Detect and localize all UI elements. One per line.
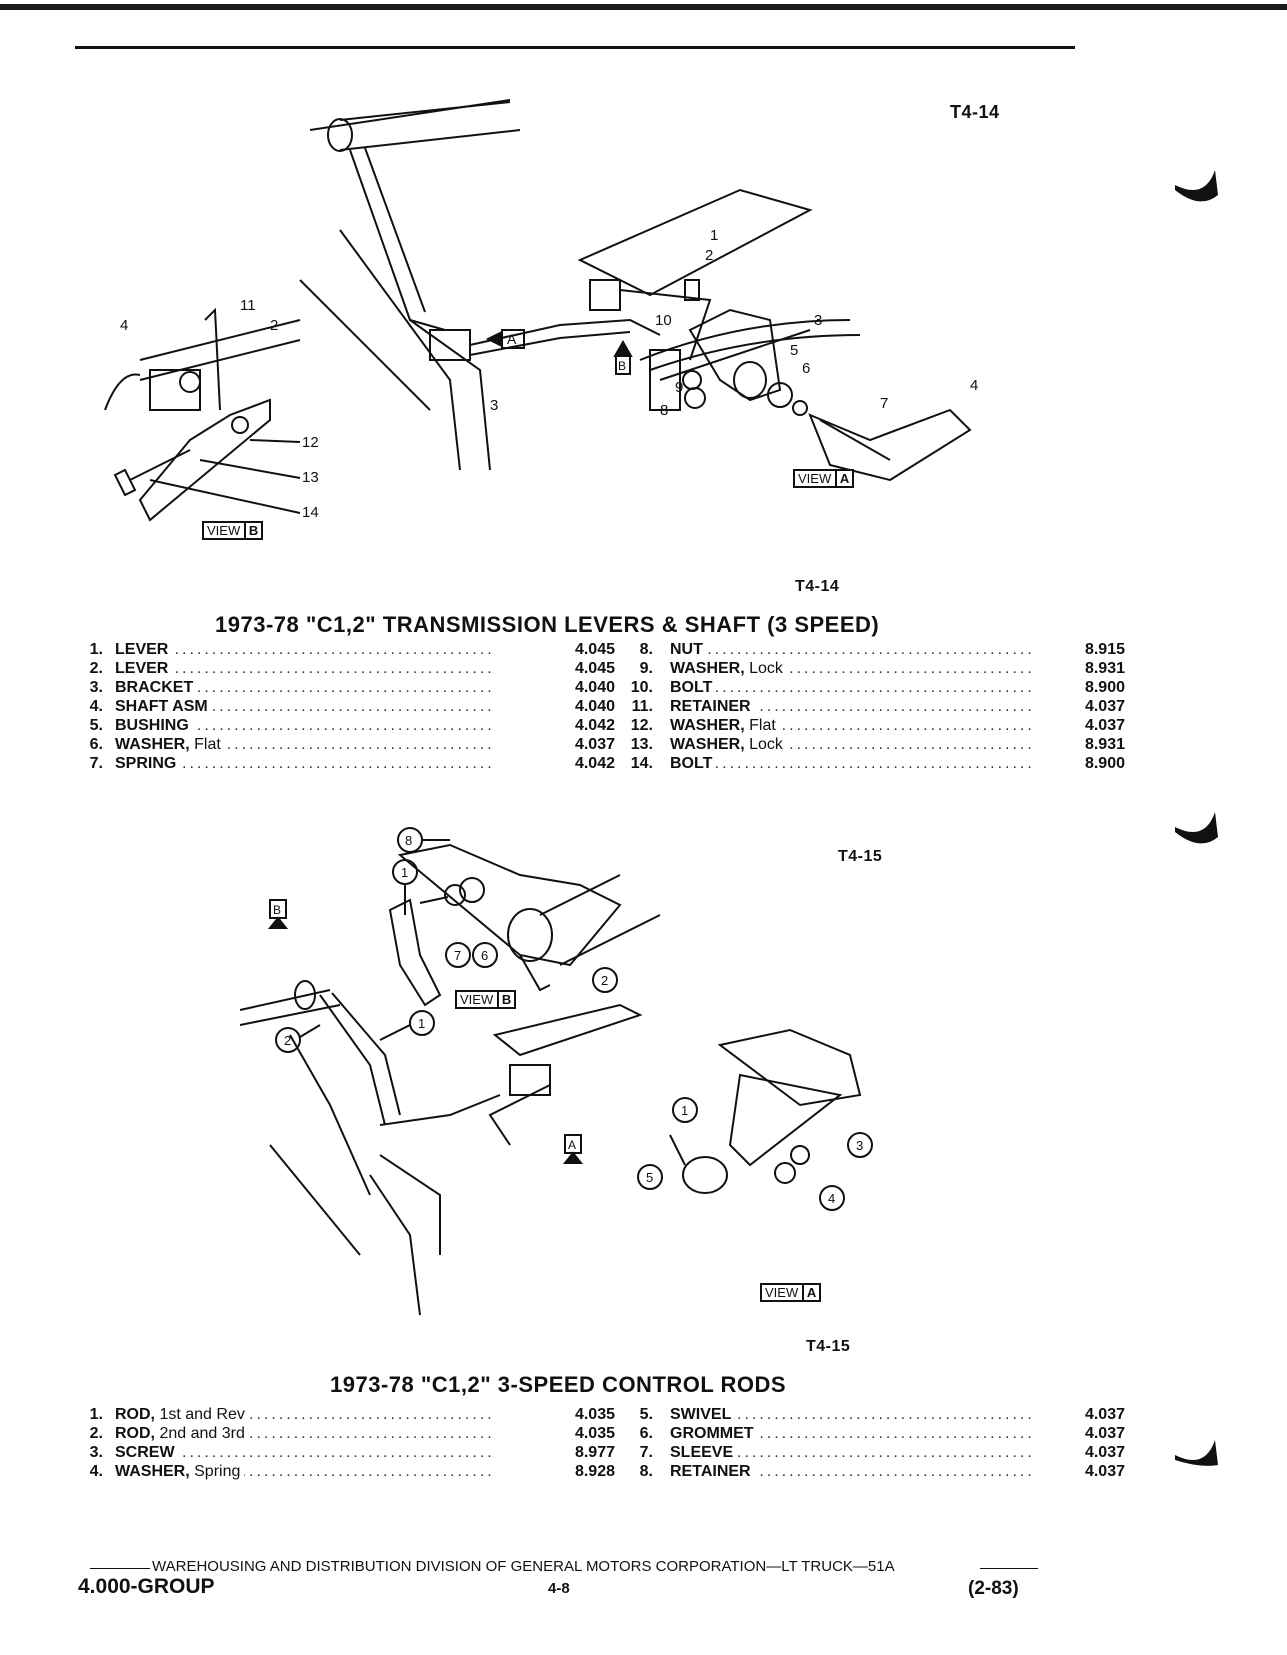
footer-division: WAREHOUSING AND DISTRIBUTION DIVISION OF…: [152, 1558, 895, 1575]
section-1-title: 1973-78 "C1,2" TRANSMISSION LEVERS & SHA…: [215, 612, 880, 637]
binder-marks: [1175, 170, 1218, 1466]
view-b-tag-2: VIEW B: [455, 990, 517, 1009]
figure-1-illustration: 1 2 3 A B 3 5 6 7 4 8 9 10 11 4 2 12 13 …: [104, 99, 978, 522]
footer-date: (2-83): [968, 1578, 1019, 1599]
svg-text:7: 7: [880, 395, 888, 412]
view-a-tag-1: VIEW A: [793, 469, 855, 488]
svg-text:14: 14: [302, 504, 319, 521]
parts-row: 4. .....................................…: [89, 698, 1125, 715]
figure-2-illustration: 8 1 7 6 2 2 1 B A 1 5 3 4: [240, 827, 873, 1316]
svg-text:3: 3: [490, 397, 498, 414]
footer-page-number: 4-8: [548, 1580, 570, 1597]
scan-edge-bar: [0, 4, 1287, 10]
section-2-title: 1973-78 "C1,2" 3-SPEED CONTROL RODS: [330, 1372, 787, 1397]
svg-text:5: 5: [790, 342, 798, 359]
svg-text:2: 2: [284, 1033, 291, 1048]
svg-text:4: 4: [828, 1191, 835, 1206]
header-rule: [75, 46, 1075, 49]
parts-row: 7. .....................................…: [89, 755, 1125, 772]
footer-group: 4.000-GROUP: [78, 1575, 215, 1598]
svg-text:9: 9: [675, 379, 683, 396]
svg-text:2: 2: [601, 973, 608, 988]
svg-text:4: 4: [120, 317, 128, 334]
svg-text:4: 4: [970, 377, 978, 394]
view-a-tag-2: VIEW A: [760, 1283, 822, 1302]
parts-row: 1. .....................................…: [89, 1406, 1125, 1423]
footer-rule-right: [980, 1568, 1038, 1569]
svg-text:8: 8: [405, 833, 412, 848]
figure-2-id-top: T4-15: [838, 848, 883, 865]
parts-row: 4. .....................................…: [89, 1463, 1125, 1480]
svg-text:1: 1: [681, 1103, 688, 1118]
svg-text:12: 12: [302, 434, 319, 451]
view-b-tag-1: VIEW B: [202, 521, 264, 540]
figure-1-id-bottom: T4-14: [795, 578, 840, 595]
parts-row: 2. .....................................…: [89, 1425, 1125, 1442]
svg-text:1: 1: [418, 1016, 425, 1031]
figure-2-id-bottom: T4-15: [806, 1338, 851, 1355]
svg-text:8: 8: [660, 402, 668, 419]
svg-text:13: 13: [302, 469, 319, 486]
svg-text:6: 6: [481, 948, 488, 963]
footer-rule-left: [90, 1568, 150, 1569]
svg-text:11: 11: [240, 297, 256, 314]
svg-text:B: B: [618, 359, 626, 373]
svg-text:6: 6: [802, 360, 810, 377]
svg-text:3: 3: [856, 1138, 863, 1153]
parts-row: 5. .....................................…: [89, 717, 1125, 734]
svg-text:B: B: [273, 903, 281, 917]
svg-text:3: 3: [814, 312, 822, 329]
svg-text:1: 1: [401, 865, 408, 880]
section-2-parts-list: 1. .....................................…: [75, 1405, 1125, 1485]
svg-text:A: A: [568, 1138, 576, 1152]
parts-row: 1. .....................................…: [89, 641, 1125, 658]
parts-row: 3. .....................................…: [89, 679, 1125, 696]
svg-text:2: 2: [270, 317, 278, 334]
svg-text:A: A: [507, 331, 517, 347]
section-1-parts-list: 1. .....................................…: [75, 640, 1125, 780]
figure-1-id-top: T4-14: [950, 102, 1000, 122]
svg-text:7: 7: [454, 948, 461, 963]
svg-text:5: 5: [646, 1170, 653, 1185]
parts-row: 2. .....................................…: [89, 660, 1125, 677]
svg-text:10: 10: [655, 312, 672, 329]
svg-text:2: 2: [705, 247, 713, 264]
parts-row: 3. .....................................…: [89, 1444, 1125, 1461]
svg-text:1: 1: [710, 227, 718, 244]
parts-row: 6. .....................................…: [89, 736, 1125, 753]
